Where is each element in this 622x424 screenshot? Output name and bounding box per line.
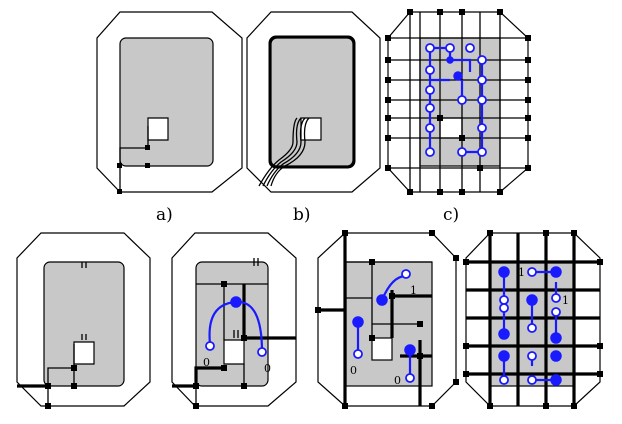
label-b: b): [293, 205, 311, 225]
panel-a: [96, 11, 243, 194]
label-a: a): [156, 205, 173, 225]
node-label-e1: 0: [264, 362, 271, 375]
panel-d: [16, 232, 151, 409]
node-label-e0: 0: [203, 356, 210, 369]
node-label-g1b: 1: [562, 294, 569, 307]
node-label-f0b: 0: [394, 374, 401, 387]
node-label-f0a: 0: [350, 364, 357, 377]
panel-c: [385, 9, 531, 195]
panel-e: [171, 232, 297, 409]
node-label-g1a: 1: [518, 266, 525, 279]
panel-b: [246, 11, 381, 193]
panel-g: [463, 230, 603, 409]
label-c: c): [443, 205, 459, 225]
panel-f: [315, 230, 459, 409]
node-label-f1: 1: [410, 284, 417, 297]
